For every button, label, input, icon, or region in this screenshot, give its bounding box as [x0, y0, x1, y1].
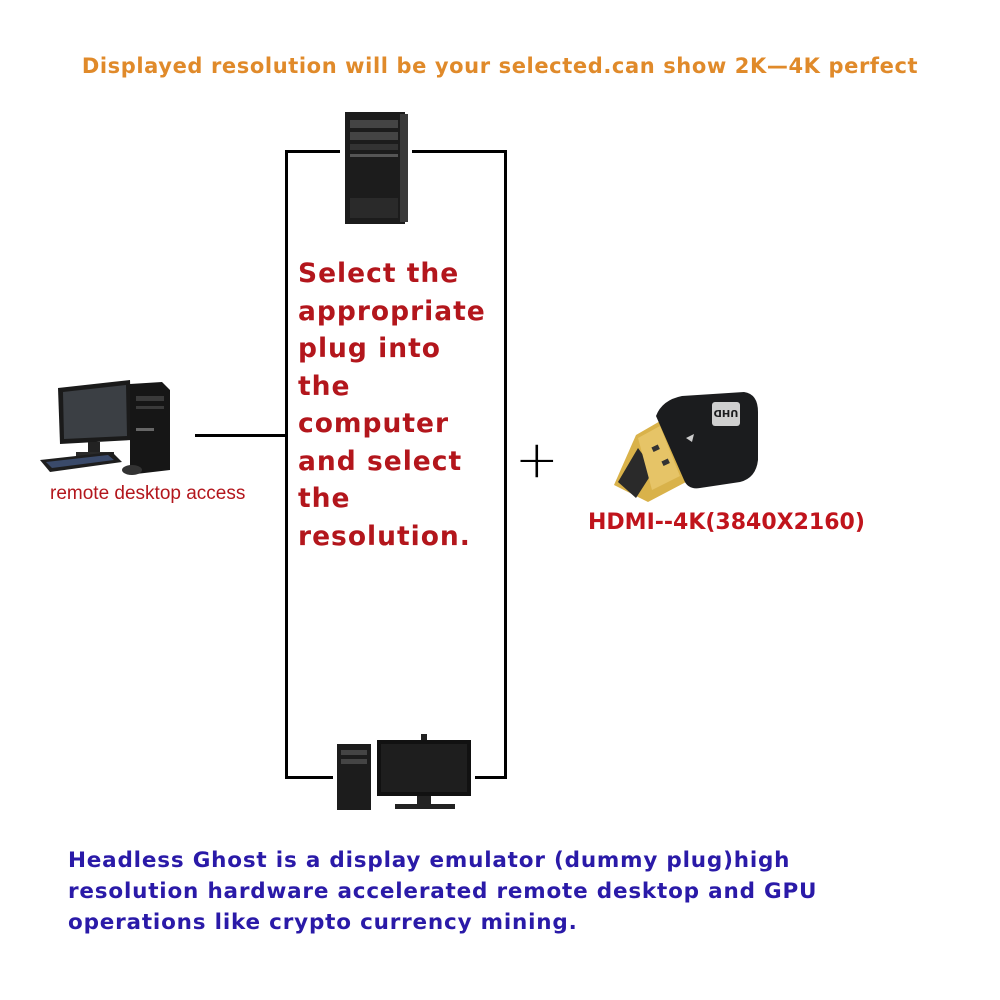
- desktop-computer-icon: [40, 380, 170, 475]
- instruction-text: Select the appropriate plug into the com…: [298, 255, 486, 555]
- pc-monitor-icon: [333, 730, 475, 812]
- hdmi-plug-label: HDMI--4K(3840X2160): [588, 510, 865, 535]
- connector-line-left: [195, 434, 287, 437]
- hdmi-dummy-plug-icon: UHD: [614, 392, 758, 502]
- plug-badge: UHD: [714, 407, 739, 418]
- instruction-line: plug into: [298, 333, 441, 364]
- footer-line: operations like crypto currency mining.: [68, 910, 578, 935]
- remote-desktop-label: remote desktop access: [50, 483, 246, 504]
- pc-tower-icon: [340, 108, 412, 226]
- footer-line: Headless Ghost is a display emulator (du…: [68, 848, 791, 873]
- instruction-line: the: [298, 370, 351, 402]
- instruction-line: appropriate: [298, 295, 486, 327]
- instruction-line: Select the: [298, 258, 460, 289]
- instruction-line: the: [298, 483, 351, 514]
- header-title: Displayed resolution will be your select…: [81, 54, 919, 78]
- plus-sign: +: [515, 430, 559, 490]
- box-line-right: [504, 150, 507, 779]
- instruction-line: resolution.: [298, 520, 471, 552]
- footer-description: Headless Ghost is a display emulator (du…: [68, 845, 817, 938]
- footer-line: resolution hardware accelerated remote d…: [68, 879, 818, 904]
- box-line-left: [285, 150, 288, 779]
- instruction-line: computer: [298, 408, 450, 439]
- instruction-line: and select: [298, 445, 463, 477]
